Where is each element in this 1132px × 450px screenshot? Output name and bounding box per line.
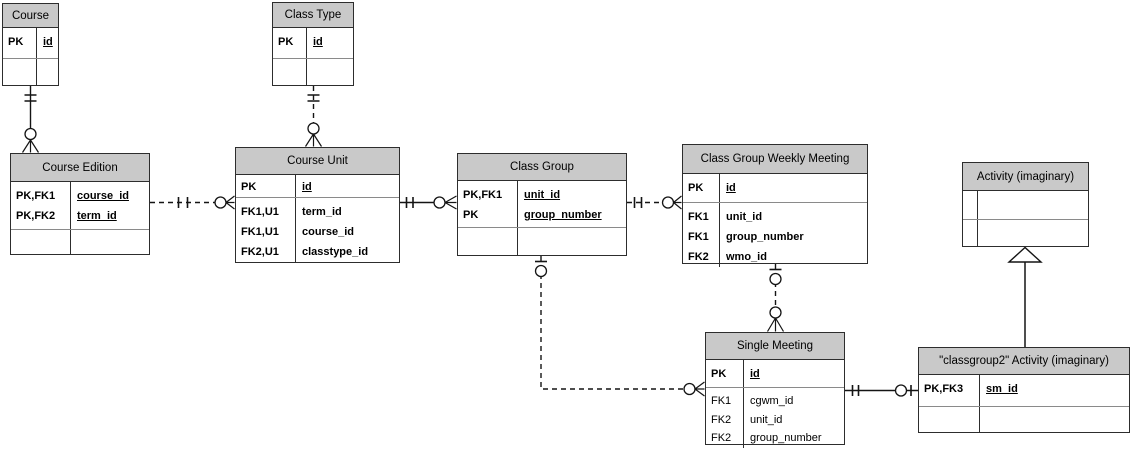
- attr-label: FK1: [688, 231, 709, 243]
- attr-label: FK2: [688, 251, 709, 263]
- rel-class-group-to-weekly-meeting[interactable]: [627, 195, 682, 210]
- crow-foot-icon: [673, 195, 682, 210]
- entity-title: Course Edition: [11, 154, 149, 182]
- zero-circle-icon: [433, 196, 446, 209]
- attribute-section-empty: [963, 219, 1088, 246]
- attribute-section-empty: [919, 406, 1129, 432]
- key-field: id: [313, 36, 323, 48]
- entity-course-unit[interactable]: Course Unit PK id FK1,U1 FK1,U1 FK2,U1 t…: [235, 147, 400, 263]
- key-label: PK: [711, 368, 727, 380]
- attr-field: course_id: [302, 226, 354, 238]
- attr-label: FK2,U1: [241, 246, 279, 258]
- attr-label: FK2: [711, 432, 732, 444]
- zero-circle-icon: [769, 306, 782, 319]
- attribute-section-empty: [3, 58, 58, 85]
- key-section-empty: [963, 191, 1088, 219]
- entity-title: Class Group Weekly Meeting: [683, 145, 867, 174]
- inheritance-triangle-icon: [1007, 246, 1043, 263]
- entity-class-group[interactable]: Class Group PK,FK1 PK unit_id group_numb…: [457, 153, 627, 256]
- zero-circle-icon: [683, 382, 696, 396]
- one-tick-icon: [405, 197, 414, 208]
- entity-title: Class Type: [273, 3, 353, 28]
- attribute-section-empty: [458, 227, 626, 255]
- crow-foot-icon: [304, 133, 323, 147]
- key-field: id: [750, 368, 760, 380]
- entity-class-group-weekly-meeting[interactable]: Class Group Weekly Meeting PK id FK1 FK1…: [682, 144, 868, 267]
- one-tick-icon: [177, 197, 189, 208]
- rel-classgroup2-activity-inherits-activity[interactable]: [1007, 246, 1043, 348]
- crow-foot-icon: [766, 317, 785, 332]
- attr-field: wmo_id: [726, 251, 767, 263]
- entity-course-edition[interactable]: Course Edition PK,FK1 PK,FK2 course_id t…: [10, 153, 150, 255]
- attr-label: FK1,U1: [241, 226, 279, 238]
- entity-title: Activity (imaginary): [963, 163, 1088, 191]
- zero-circle-icon: [24, 127, 37, 141]
- key-field: id: [726, 182, 736, 194]
- crow-foot-icon: [225, 195, 235, 210]
- entity-class-type[interactable]: Class Type PK id: [272, 2, 354, 86]
- zero-circle-icon: [214, 196, 227, 209]
- key-field: group_number: [524, 209, 602, 221]
- key-field: id: [302, 181, 312, 193]
- attr-field: unit_id: [750, 413, 783, 426]
- rel-class-type-to-course-unit[interactable]: [304, 86, 323, 147]
- rel-course-unit-to-class-group[interactable]: [400, 195, 457, 210]
- key-field: unit_id: [524, 189, 561, 201]
- zero-circle-icon: [307, 122, 320, 135]
- entity-title: Course: [3, 4, 58, 28]
- entity-single-meeting[interactable]: Single Meeting PK id FK1 FK2 FK2 cgwm_id…: [705, 332, 845, 448]
- key-label: PK: [688, 182, 704, 194]
- one-tick-icon: [851, 385, 860, 396]
- key-label: PK,FK1: [16, 190, 56, 202]
- attr-field: classtype_id: [302, 246, 369, 258]
- attr-label: FK1: [688, 211, 709, 223]
- attr-field: unit_id: [726, 211, 763, 223]
- entity-title: Single Meeting: [706, 333, 844, 360]
- key-label: PK: [278, 36, 294, 48]
- rel-course-edition-to-course-unit[interactable]: [150, 195, 235, 210]
- attr-field: group_number: [726, 231, 804, 243]
- key-label: PK: [8, 36, 24, 48]
- zero-circle-icon: [534, 264, 548, 278]
- crow-foot-icon: [21, 139, 40, 153]
- crow-foot-icon: [694, 381, 705, 397]
- zero-circle-icon: [661, 196, 675, 209]
- entity-title: "classgroup2" Activity (imaginary): [919, 348, 1129, 375]
- key-label: PK: [241, 181, 257, 193]
- one-tick-icon: [633, 197, 643, 208]
- entity-course[interactable]: Course PK id: [2, 3, 59, 86]
- attr-field: group_number: [750, 432, 822, 444]
- one-tick-icon: [24, 94, 37, 102]
- zero-circle-icon: [769, 272, 782, 286]
- one-tick-icon: [307, 94, 320, 102]
- key-field: id: [43, 36, 53, 48]
- crow-foot-icon: [444, 195, 457, 210]
- zero-circle-icon: [894, 384, 908, 397]
- key-label: PK,FK3: [924, 383, 964, 395]
- entity-title: Course Unit: [236, 148, 399, 175]
- key-label: PK: [463, 209, 479, 221]
- attribute-section-empty: [11, 229, 149, 254]
- attr-field: cgwm_id: [750, 395, 794, 407]
- rel-weekly-meeting-to-single-meeting[interactable]: [766, 264, 785, 332]
- key-field: course_id: [77, 190, 129, 202]
- attr-field: term_id: [302, 206, 342, 218]
- entity-classgroup2-activity-imaginary[interactable]: "classgroup2" Activity (imaginary) PK,FK…: [918, 347, 1130, 433]
- rel-course-to-course-edition[interactable]: [21, 86, 40, 153]
- rel-class-group-to-single-meeting[interactable]: [534, 256, 705, 397]
- rel-single-meeting-to-classgroup2-activity[interactable]: [845, 384, 918, 397]
- key-field: sm_id: [986, 383, 1018, 395]
- attribute-section-empty: [273, 58, 353, 85]
- key-label: PK,FK1: [463, 189, 503, 201]
- attr-label: FK1,U1: [241, 206, 279, 218]
- entity-activity-imaginary[interactable]: Activity (imaginary): [962, 162, 1089, 247]
- attr-label: FK2: [711, 413, 732, 426]
- entity-title: Class Group: [458, 154, 626, 181]
- key-label: PK,FK2: [16, 210, 56, 222]
- key-field: term_id: [77, 210, 117, 222]
- attr-label: FK1: [711, 395, 732, 407]
